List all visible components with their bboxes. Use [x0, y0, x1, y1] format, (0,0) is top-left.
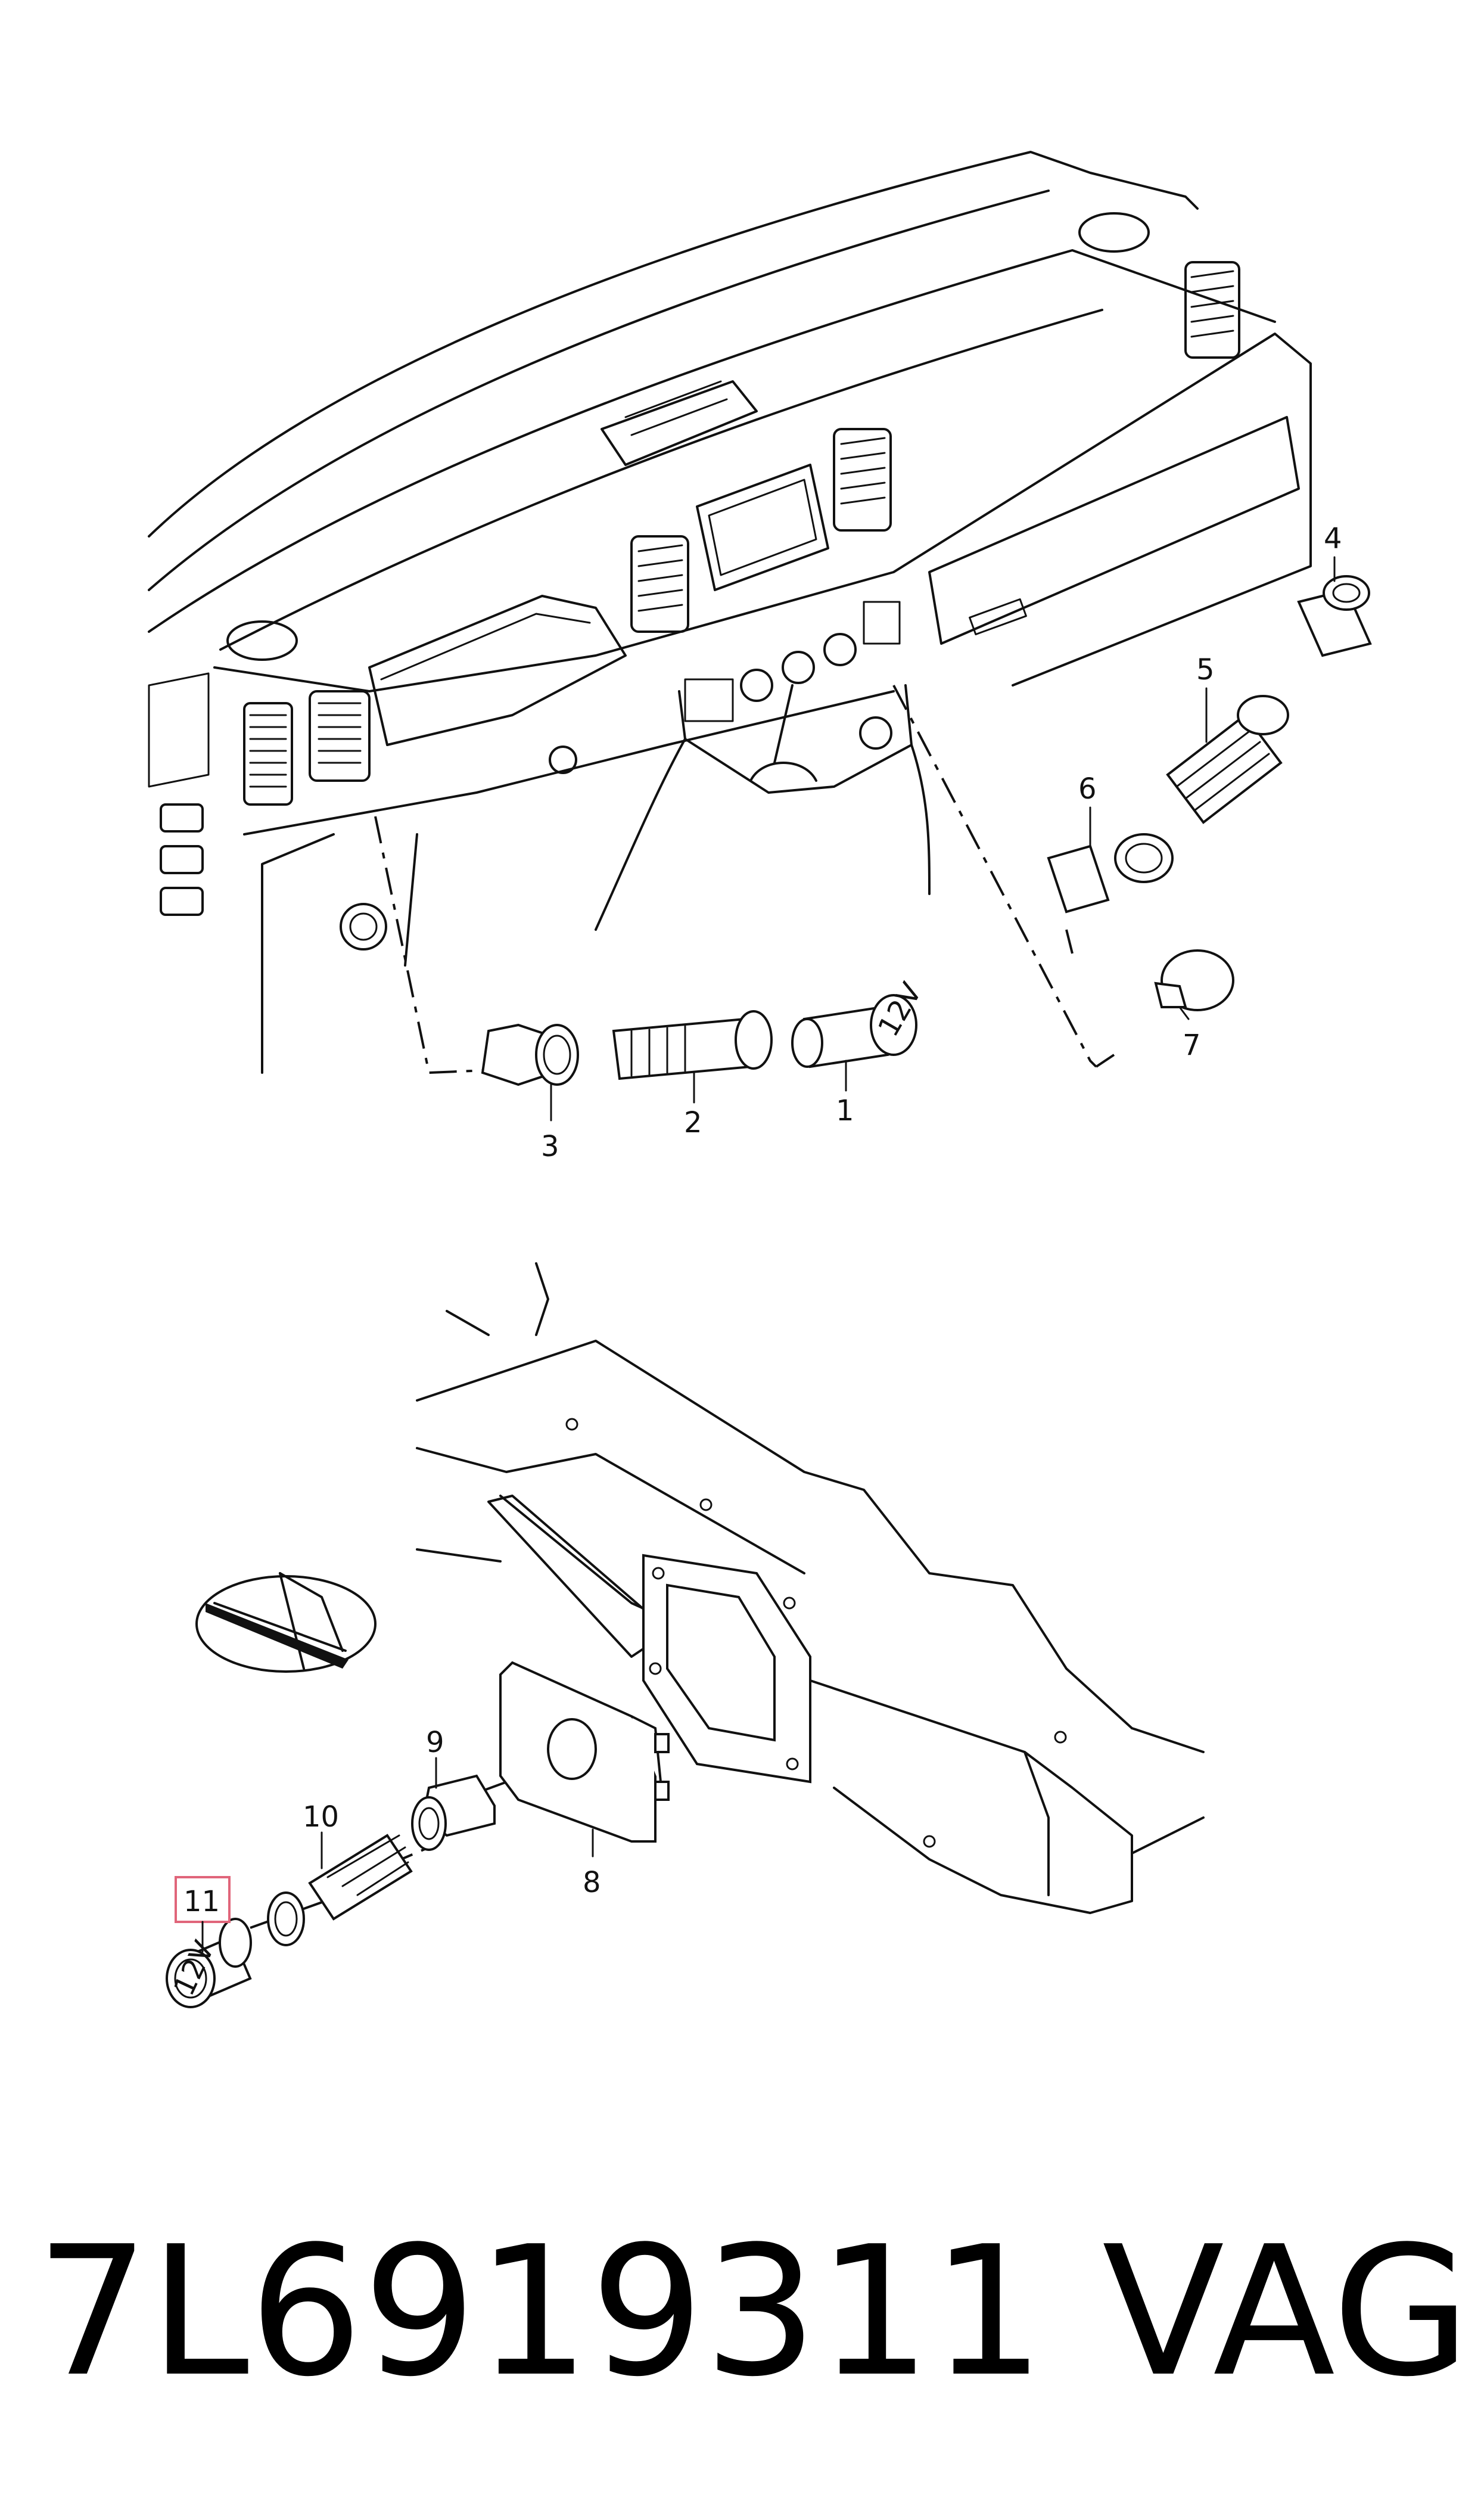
callout-5: 5 — [1196, 653, 1215, 687]
callout-2: 2 — [684, 1106, 702, 1139]
view-direction-icon — [195, 1572, 377, 1673]
part-3-bezel — [481, 1023, 579, 1086]
part-2-housing — [612, 1010, 773, 1080]
part-11-socket: 12V — [166, 1918, 252, 2008]
callout-3: 3 — [541, 1130, 559, 1163]
callout-9: 9 — [426, 1726, 444, 1759]
part-1-socket: 12V — [791, 977, 929, 1069]
part-number: 7L6919311 — [36, 2208, 1046, 2416]
callout-1: 1 — [836, 1094, 854, 1128]
brand-label: VAG — [1102, 2208, 1471, 2416]
callout-11-highlight[interactable] — [175, 1876, 231, 1923]
chassis-illustration — [416, 1262, 1205, 1914]
part-5-housing — [1166, 695, 1289, 824]
callout-4: 4 — [1324, 522, 1342, 555]
callout-11: 11 — [183, 1885, 220, 1918]
dashboard-illustration — [148, 151, 1312, 1074]
upper-parts: 12V — [481, 575, 1372, 1086]
callout-7: 7 — [1183, 1029, 1201, 1062]
part-9-bezel — [411, 1774, 496, 1851]
upper-callouts: 3 2 1 4 5 6 7 — [541, 522, 1342, 1163]
callout-10: 10 — [303, 1800, 339, 1834]
part-8-plate — [499, 1661, 670, 1843]
part-10-housing — [267, 1834, 413, 1946]
lower-parts: 12V — [166, 1661, 670, 2008]
lower-callouts: 8 9 10 11 — [175, 1726, 601, 1953]
part-4-socket — [1297, 575, 1372, 657]
part-6-bezel — [1047, 833, 1174, 914]
part-7-cap — [1154, 949, 1234, 1011]
callout-8: 8 — [583, 1866, 601, 1899]
callout-6: 6 — [1078, 772, 1097, 806]
